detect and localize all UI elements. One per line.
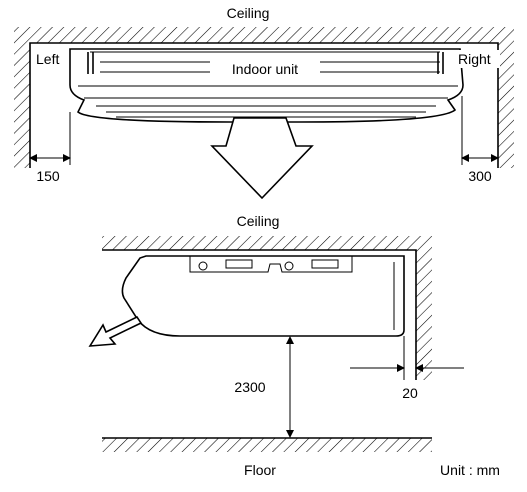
left-label: Left xyxy=(36,51,59,67)
side-gap-dimension xyxy=(350,336,464,380)
indoor-unit-side xyxy=(121,255,405,337)
indoor-unit-front xyxy=(69,48,464,123)
indoor-unit-label: Indoor unit xyxy=(232,61,298,77)
ceiling-bottom-label: Ceiling xyxy=(237,213,280,229)
side-walls-hatch xyxy=(102,236,432,380)
view-transition-arrow xyxy=(210,117,314,200)
floor-label: Floor xyxy=(244,462,276,478)
left-clearance-value: 150 xyxy=(36,168,60,184)
unit-note: Unit : mm xyxy=(440,462,500,478)
right-clearance-value: 300 xyxy=(468,168,492,184)
left-clearance-dimension xyxy=(29,112,71,165)
airflow-arrow xyxy=(88,315,143,347)
height-value: 2300 xyxy=(234,379,265,395)
floor-hatch xyxy=(102,437,432,452)
side-view: Ceiling Floor Unit : mm 230 xyxy=(88,213,500,478)
ceiling-top-label: Ceiling xyxy=(227,5,270,21)
top-walls-hatch xyxy=(14,27,514,168)
front-view: Ceiling Indoor un xyxy=(14,5,514,200)
right-clearance-dimension xyxy=(461,96,499,165)
right-label: Right xyxy=(458,51,491,67)
side-gap-value: 20 xyxy=(402,385,418,401)
